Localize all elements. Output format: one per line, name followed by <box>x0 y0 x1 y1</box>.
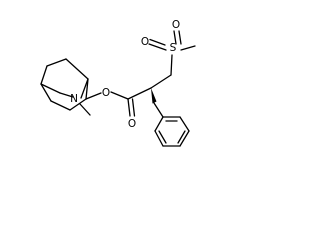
ester-oxygen-label: O <box>102 87 110 99</box>
methylsulfonyl-group <box>148 30 196 89</box>
sulfonyl-oxygen-top-label: O <box>172 19 180 31</box>
nitrogen-label: N <box>70 93 78 105</box>
stereo-wedge <box>151 88 157 104</box>
carbonyl-oxygen-label: O <box>128 118 136 130</box>
ester-group <box>110 87 152 117</box>
sulfur-label: S <box>170 42 177 54</box>
chemical-structure: N O O S O O <box>40 19 196 147</box>
sulfonyl-oxygen-left-label: O <box>141 36 149 48</box>
phenyl-ring <box>153 102 190 147</box>
bicyclic-ring <box>40 58 102 116</box>
